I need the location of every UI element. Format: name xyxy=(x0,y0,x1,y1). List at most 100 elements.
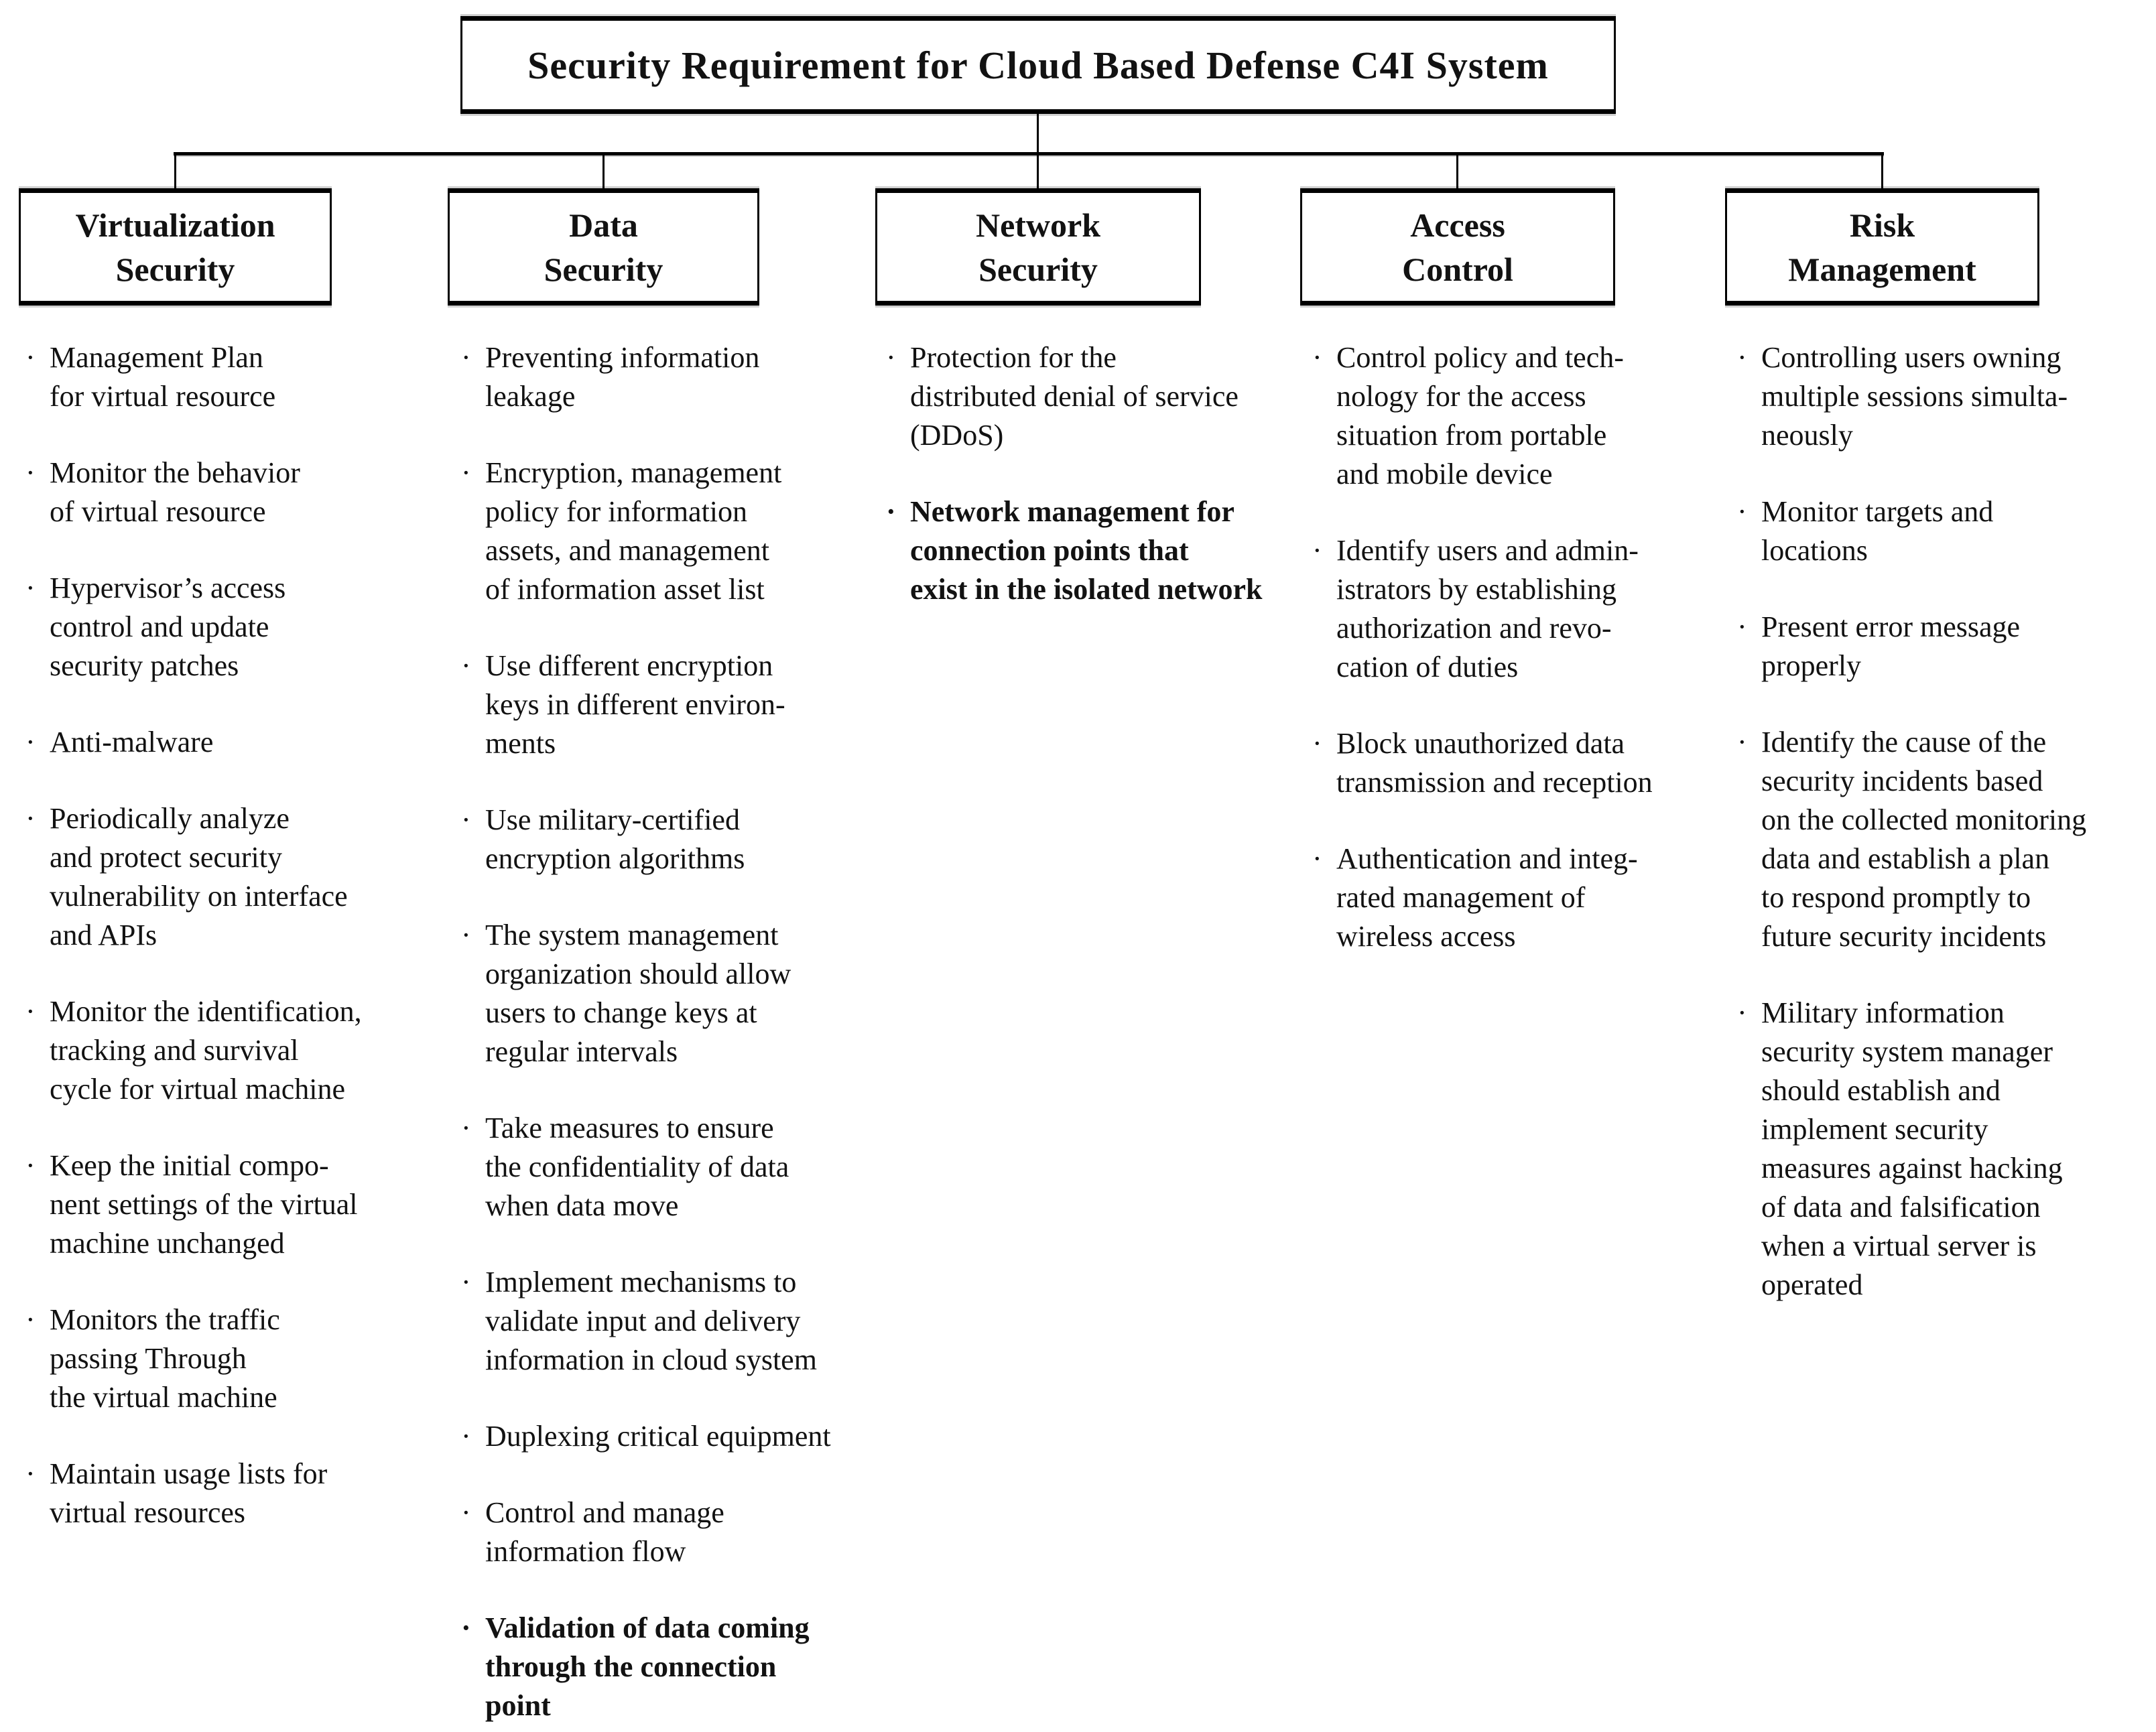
connector-stub-3 xyxy=(1037,153,1039,189)
item-text: Monitor targets and locations xyxy=(1761,495,1994,567)
column-virtualization-security: · Management Plan for virtual resource · Mo… xyxy=(25,338,454,1570)
item-text: The system management organization shoul… xyxy=(485,919,791,1068)
bullet-icon: · xyxy=(461,1611,471,1644)
bullet-icon: · xyxy=(25,995,36,1028)
item-text: Duplexing critical equipment xyxy=(485,1420,831,1453)
bullet-icon: · xyxy=(461,1496,471,1529)
list-item: · The system management organization shou… xyxy=(461,916,903,1071)
bullet-icon: · xyxy=(1312,727,1322,760)
bullet-icon: · xyxy=(25,1303,36,1336)
branch-title: Virtualization Security xyxy=(75,206,275,288)
root-box: Security Requirement for Cloud Based Def… xyxy=(460,16,1616,114)
list-item: · Duplexing critical equipment xyxy=(461,1417,903,1456)
bullet-icon: · xyxy=(1312,842,1322,875)
bullet-icon: · xyxy=(461,341,471,374)
item-text: Encryption, management policy for inform… xyxy=(485,456,782,606)
item-text: Take measures to ensure the confidential… xyxy=(485,1112,789,1222)
bullet-icon: · xyxy=(886,495,896,528)
list-item: · Monitors the traffic passing Through th… xyxy=(25,1301,454,1417)
item-text: Control and manage information flow xyxy=(485,1496,724,1568)
list-item: · Controlling users owning multiple sessi… xyxy=(1737,338,2156,455)
list-item: · Block unauthorized data transmission an… xyxy=(1312,724,1748,802)
item-text: Present error message properly xyxy=(1761,610,2021,682)
branch-box-virtualization-security: Virtualization Security xyxy=(19,188,332,306)
list-item: · Maintain usage lists for virtual resour… xyxy=(25,1455,454,1532)
item-text: Implement mechanisms to validate input a… xyxy=(485,1266,817,1376)
bullet-icon: · xyxy=(25,572,36,604)
connector-stub-1 xyxy=(174,153,176,189)
column-access-control: ·Control policy and tech- nology for the… xyxy=(1312,338,1748,994)
bullet-icon: · xyxy=(25,1457,36,1490)
list-item: · Monitor the behavior of virtual resourc… xyxy=(25,454,454,531)
list-item: ·Control policy and tech- nology for the… xyxy=(1312,338,1748,494)
bullet-icon: · xyxy=(1737,610,1747,643)
bullet-icon: · xyxy=(25,456,36,489)
branch-box-data-security: Data Security xyxy=(448,188,759,306)
branch-box-risk-management: Risk Management xyxy=(1725,188,2039,306)
item-text: Periodically analyze and protect securit… xyxy=(50,802,348,951)
item-text: Identify users and admin- istrators by e… xyxy=(1336,534,1639,683)
list-item: · Use military-certified encryption algor… xyxy=(461,801,903,878)
item-text: Monitors the traffic passing Through the… xyxy=(50,1303,280,1414)
column-network-security: · Protection for the distributed denial o… xyxy=(886,338,1334,647)
list-item: · Use different encryption keys in differ… xyxy=(461,647,903,763)
bullet-icon: · xyxy=(886,341,896,374)
list-item: · Periodically analyze and protect securi… xyxy=(25,799,454,955)
item-text: Block unauthorized data transmission and… xyxy=(1336,727,1653,799)
connector-stub-4 xyxy=(1456,153,1458,189)
list-item: · Monitor targets and locations xyxy=(1737,492,2156,570)
item-text: Monitor the identification, tracking and… xyxy=(50,995,362,1106)
item-text: Management Plan for virtual resource xyxy=(50,341,276,413)
bullet-icon: · xyxy=(461,649,471,682)
bullet-icon: · xyxy=(25,341,36,374)
list-item: ·Network management for connection point… xyxy=(886,492,1334,609)
bullet-icon: · xyxy=(461,1266,471,1298)
branch-box-network-security: Network Security xyxy=(875,188,1201,306)
branch-title: Network Security xyxy=(975,206,1101,288)
item-text: Validation of data coming through the co… xyxy=(485,1611,810,1722)
list-item: · Implement mechanisms to validate input … xyxy=(461,1263,903,1380)
connector-stub-2 xyxy=(603,153,605,189)
list-item: · Take measures to ensure the confidentia… xyxy=(461,1109,903,1225)
branch-title: Data Security xyxy=(544,206,663,288)
item-text: Hypervisor’s access control and update s… xyxy=(50,572,286,682)
item-text: Anti-malware xyxy=(50,726,214,758)
list-item: ·Military information security system ma… xyxy=(1737,994,2156,1305)
bullet-icon: · xyxy=(1737,341,1747,374)
list-item: ·Keep the initial compo- nent settings o… xyxy=(25,1146,454,1263)
list-item: · Monitor the identification, tracking an… xyxy=(25,992,454,1109)
bullet-icon: · xyxy=(461,1420,471,1453)
bullet-icon: · xyxy=(1737,495,1747,528)
list-item: · Anti-malware xyxy=(25,723,454,762)
connector-title-vertical xyxy=(1037,114,1039,153)
item-text: Use different encryption keys in differe… xyxy=(485,649,785,760)
item-text: Use military-certified encryption algori… xyxy=(485,803,745,875)
branch-box-access-control: Access Control xyxy=(1300,188,1615,306)
bullet-icon: · xyxy=(1737,726,1747,758)
diagram-title: Security Requirement for Cloud Based Def… xyxy=(527,43,1549,87)
bullet-icon: · xyxy=(1312,341,1322,374)
item-text: Preventing information leakage xyxy=(485,341,760,413)
bullet-icon: · xyxy=(461,803,471,836)
item-text: Monitor the behavior of virtual resource xyxy=(50,456,300,528)
list-item: · Identify users and admin- istrators by … xyxy=(1312,531,1748,687)
list-item: · Preventing information leakage xyxy=(461,338,903,416)
bullet-icon: · xyxy=(25,726,36,758)
item-text: Authentication and integ- rated manageme… xyxy=(1336,842,1638,953)
item-text: Maintain usage lists for virtual resourc… xyxy=(50,1457,328,1529)
list-item: · Control and manage information flow xyxy=(461,1493,903,1571)
item-text: Identify the cause of the security incid… xyxy=(1761,726,2087,953)
connector-horizontal xyxy=(174,152,1884,155)
item-text: Controlling users owning multiple sessio… xyxy=(1761,341,2068,452)
column-data-security: · Preventing information leakage · Encrypti… xyxy=(461,338,903,1732)
branch-title: Risk Management xyxy=(1788,206,1976,288)
list-item: · Hypervisor’s access control and update … xyxy=(25,569,454,685)
item-text: Protection for the distributed denial of… xyxy=(910,341,1239,452)
bullet-icon: · xyxy=(461,1112,471,1144)
list-item: · Identify the cause of the security inci… xyxy=(1737,723,2156,956)
bullet-icon: · xyxy=(461,919,471,951)
bullet-icon: · xyxy=(25,802,36,835)
column-risk-management: · Controlling users owning multiple sessi… xyxy=(1737,338,2156,1342)
list-item: · Protection for the distributed denial o… xyxy=(886,338,1334,455)
